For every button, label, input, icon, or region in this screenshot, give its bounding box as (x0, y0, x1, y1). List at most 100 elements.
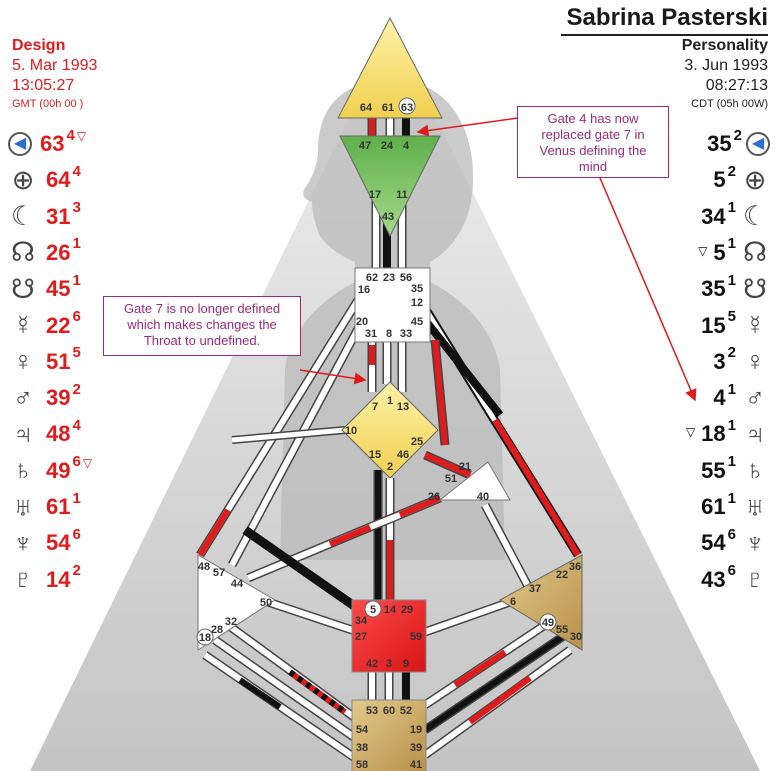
gate-label: 39 (410, 742, 422, 754)
mars-icon: ♂ (744, 382, 766, 413)
gate-label: 47 (359, 140, 371, 152)
venus-icon: ♀ (744, 346, 766, 377)
gate-number: 51 (46, 348, 71, 374)
gate-label: 15 (369, 449, 381, 461)
line-number: 6 (72, 308, 81, 325)
gate-number: 5 (713, 167, 726, 193)
gate-marker (398, 97, 416, 115)
gate-label: 56 (400, 272, 412, 284)
south-node-icon: ☋ (11, 273, 35, 304)
gate-label: 26 (428, 491, 440, 503)
gate-label: 42 (366, 658, 378, 670)
line-number: 6 (72, 525, 81, 543)
gate-marker (364, 600, 382, 618)
line-number: 1 (72, 489, 81, 507)
mars-icon: ♂ (12, 382, 34, 413)
gate-label: 52 (400, 705, 412, 717)
line-number: 2 (733, 126, 742, 144)
gate-label: 25 (411, 436, 423, 448)
gate-label: 12 (411, 297, 423, 309)
line-number: 4 (72, 162, 81, 180)
gate-label: 3 (386, 658, 392, 670)
gate-label: 51 (445, 473, 457, 485)
gate-label: 13 (397, 401, 409, 413)
ego-center (438, 461, 511, 501)
gate-number: 4 (713, 385, 726, 411)
retrograde-marker: ▽ (76, 129, 87, 143)
mercury-icon: ☿ (744, 310, 766, 340)
line-number: 6 (727, 562, 736, 580)
design-header: Design 5. Mar 1993 13:05:27 GMT (00h 00 … (12, 36, 97, 112)
gate-label: 35 (411, 283, 423, 295)
line-number: 4 (66, 126, 75, 144)
line-number: 2 (727, 344, 736, 362)
south-node-icon: ☋ (743, 273, 767, 304)
design-title: Design (12, 37, 66, 54)
saturn-icon: ♄ (744, 455, 766, 486)
gate-label: 38 (356, 742, 368, 754)
gate-number: 63 (40, 131, 65, 156)
gate-label: 49 (542, 617, 554, 629)
personality-time: 08:27:13 (705, 77, 768, 94)
gate-marker (539, 613, 557, 631)
line-number: 1 (72, 271, 81, 289)
gate-label: 28 (211, 624, 223, 636)
gate-label: 59 (410, 631, 422, 643)
line-number: 2 (72, 562, 81, 580)
gate-label: 30 (570, 631, 582, 643)
gate-label: 14 (384, 604, 397, 616)
pluto-icon: ♇ (12, 564, 34, 595)
earth-icon: ⊕ (743, 164, 767, 195)
gate-number: 43 (701, 566, 726, 592)
throat-change-callout: Gate 7 is no longer defined which makes … (103, 296, 301, 356)
neptune-icon: ♆ (744, 527, 766, 558)
gate-label: 34 (355, 615, 368, 627)
uranus-icon: ♅ (744, 491, 766, 522)
mercury-icon: ☿ (12, 310, 34, 340)
gate-label: 63 (401, 102, 413, 114)
design-zone: GMT (00h 00 ) (12, 98, 84, 110)
gate-label: 58 (356, 759, 368, 771)
retrograde-marker: ▽ (685, 425, 696, 440)
gate-label: 8 (386, 328, 392, 340)
gate-label: 36 (569, 561, 581, 573)
venus-change-callout: Gate 4 has now replaced gate 7 in Venus … (517, 106, 669, 178)
gate-number: 49 (46, 457, 71, 483)
gate-label: 4 (403, 140, 410, 152)
gate-number: 14 (46, 566, 71, 592)
gate-label: 40 (477, 491, 489, 503)
gate-number: 26 (46, 239, 71, 265)
gate-label: 17 (369, 189, 381, 201)
gate-label: 48 (198, 561, 210, 573)
jupiter-icon: ♃ (12, 418, 34, 449)
gate-number: 18 (701, 421, 726, 447)
gate-label: 18 (199, 632, 211, 644)
gate-number: 54 (701, 530, 726, 556)
pluto-icon: ♇ (744, 564, 766, 595)
gate-label: 10 (345, 425, 357, 437)
gate-label: 29 (401, 604, 413, 616)
gate-number: 22 (46, 312, 71, 338)
retrograde-marker: ▽ (82, 455, 93, 470)
gate-label: 6 (510, 596, 516, 608)
neptune-icon: ♆ (12, 527, 34, 558)
gate-label: 1 (387, 395, 393, 407)
gate-label: 64 (360, 102, 373, 114)
gate-number: 55 (701, 457, 726, 483)
gate-label: 55 (556, 624, 568, 636)
moon-icon: ☾ (10, 201, 36, 232)
gate-number: 35 (701, 276, 726, 302)
throat-center (354, 267, 431, 343)
personality-date: 3. Jun 1993 (684, 57, 768, 74)
